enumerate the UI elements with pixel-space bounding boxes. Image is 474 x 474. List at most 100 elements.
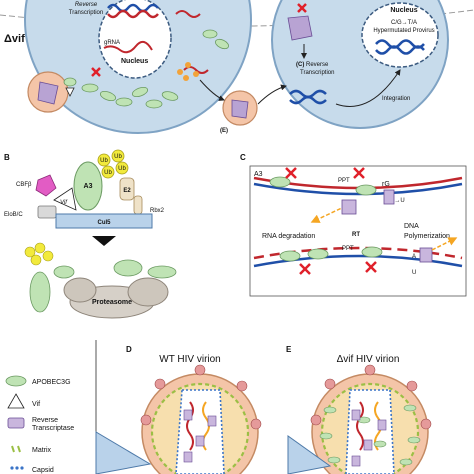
c-a3-bottom-1 [279, 250, 301, 262]
panel-c-box [249, 165, 467, 297]
cyto-dot-2 [185, 62, 191, 68]
right-reverse-label: Reverse [306, 62, 329, 68]
capsid-dot-icon [10, 466, 24, 470]
apobec-ellipse-icon [5, 375, 27, 387]
right-nucleus-label: Nucleus [390, 7, 417, 14]
left-transcription-text: Transcription [69, 10, 103, 16]
c-c-to-u: C→U [390, 198, 405, 204]
cyto-dot-3 [193, 71, 199, 77]
c-a3-label: A3 [254, 171, 263, 178]
c-dna-bottom [253, 254, 463, 268]
c-rt-label: RT [352, 232, 360, 238]
rt-product-dna-2 [289, 95, 327, 105]
panel-d-title: WT HIV virion [159, 354, 221, 365]
wt-cell-edge [95, 431, 152, 474]
left-virion-core [37, 81, 59, 105]
left-cell-apobecs [81, 83, 179, 109]
proteasome [63, 259, 177, 319]
c-cross-1 [285, 167, 297, 179]
left-nucleus-dna [107, 3, 159, 13]
legend-label-apobec: APOBEC3G [32, 379, 71, 386]
budding-arrow [199, 79, 225, 101]
dvif-surface-spikes [310, 364, 432, 430]
legend-label-vif: Vif [32, 401, 40, 408]
right-cell-core [287, 15, 313, 41]
rbx2-label: Rbx2 [150, 208, 165, 214]
panel-e-title: Δvif HIV virion [337, 354, 400, 365]
cyto-rna-1 [175, 10, 201, 18]
b-apobec-a3 [73, 161, 103, 211]
step-c-label: (C) [296, 62, 304, 68]
b-vif-label: Vif [60, 200, 68, 206]
dvif-rna-1 [356, 401, 364, 451]
right-cell-apobecs [202, 29, 229, 50]
left-reverse-text: Reverse [75, 2, 98, 8]
panel-d-letter: D [126, 345, 132, 354]
c-a3-top [269, 176, 291, 188]
rt-cylinder-icon [7, 417, 25, 429]
c-a3-mid [355, 184, 377, 196]
cyto-dot-4 [183, 75, 189, 81]
panel-c-letter: C [240, 153, 246, 162]
cyto-dot-1 [177, 69, 183, 75]
left-nucleus-rna [107, 9, 159, 19]
c-cross-4 [365, 261, 377, 273]
panel-a: Reverse Transcription gRNA Nucleus [0, 0, 474, 134]
left-grna [103, 40, 153, 54]
rbx2-protein [133, 195, 143, 215]
left-block-cross [91, 67, 101, 77]
vif-triangle-icon [7, 393, 25, 409]
wt-capsid [175, 389, 225, 474]
b-a3-label: A3 [84, 183, 93, 190]
integration-arrow [335, 69, 401, 107]
e2-label: E2 [123, 188, 131, 194]
virion-vif [65, 87, 75, 97]
c-a-label: A [412, 254, 416, 260]
left-nucleus [98, 0, 172, 79]
wt-rna-1 [186, 401, 194, 451]
integration-label: Integration [382, 96, 410, 102]
proteasome-label: Proteasome [92, 299, 132, 306]
elob-label: EloB/C [4, 212, 23, 218]
panel-c: C A3 PPT rG C→U RT RNA degradation DNA P… [240, 153, 467, 297]
c-rt-enzyme [341, 199, 357, 215]
cul5-protein [55, 213, 153, 229]
panel-d: D WT HIV virion [95, 345, 262, 474]
step-e-core [231, 99, 249, 119]
c-degradation-arrow [310, 205, 347, 223]
c-dna-poly-2: Polymerization [404, 233, 450, 240]
provirus-dna-2 [375, 45, 425, 55]
delta-vif-label: Δvif [4, 33, 25, 45]
ub-label-1: Ub [100, 158, 108, 164]
c-u-label: U [412, 270, 416, 276]
left-nucleus-label: Nucleus [121, 58, 148, 65]
infection-arrow [257, 84, 287, 105]
wt-rt-cluster [183, 409, 217, 463]
legend-label-capsid: Capsid [32, 467, 54, 474]
c-cross-2 [353, 167, 365, 179]
mutation-label: C/G→T/A [391, 20, 417, 26]
dvif-cell-edge [287, 435, 332, 474]
right-nucleus [361, 2, 439, 68]
legend-label-rt-2: Transcriptase [32, 425, 74, 432]
c-ppt-top: PPT [338, 178, 350, 184]
ub-chain [97, 149, 129, 179]
c-dna-poly-1: DNA [404, 223, 419, 230]
ub-label-2: Ub [114, 154, 122, 160]
wt-surface-spikes [140, 364, 262, 430]
matrix-dash-icon [11, 445, 21, 453]
legend-label-rt-1: Reverse [32, 417, 58, 424]
ub-label-4: Ub [118, 166, 126, 172]
c-a3-bottom-2 [307, 248, 329, 260]
provirus-label: Hypermutated Provirus [373, 28, 434, 34]
c-ppt-bottom: PPT [342, 246, 354, 252]
cul5-label: Cul5 [97, 220, 111, 226]
c-rt-bottom [419, 247, 433, 263]
dvif-apobec-cluster [319, 404, 421, 466]
cbfb-label: CBFβ [16, 182, 32, 188]
cbfb-protein [35, 174, 57, 197]
b-vif-protein [53, 187, 77, 211]
panel-b: B Ub Ub Ub Ub A3 E2 Rbx2 CBFβ Vif EloB/C… [4, 149, 177, 319]
legend-label-matrix: Matrix [32, 447, 52, 454]
